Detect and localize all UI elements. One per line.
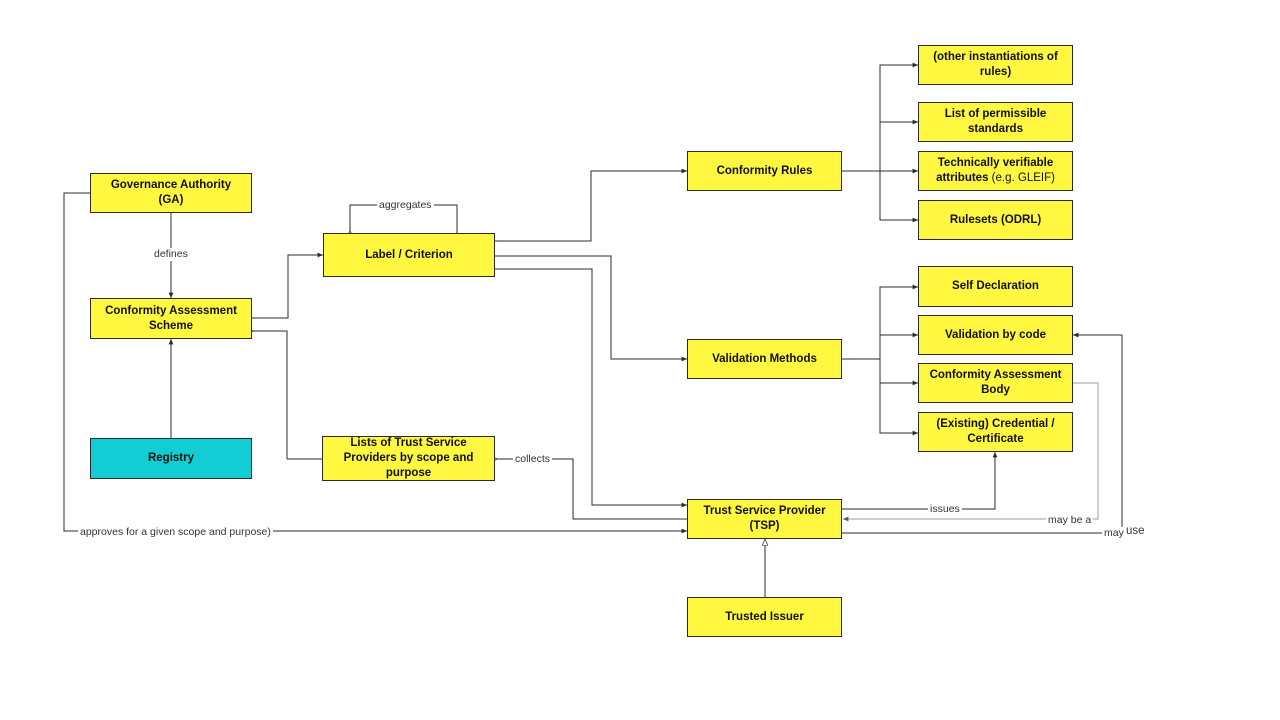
edge-label-validation bbox=[495, 255, 687, 362]
validation-methods-label: Validation Methods bbox=[712, 352, 817, 365]
label-criterion-label: Label / Criterion bbox=[365, 248, 453, 261]
trusted-issuer-label: Trusted Issuer bbox=[725, 610, 804, 623]
edge-label-rules bbox=[495, 168, 687, 242]
technically-verifiable-example: (e.g. GLEIF) bbox=[988, 172, 1055, 184]
validation-by-code-label: Validation by code bbox=[945, 328, 1046, 341]
registry-label: Registry bbox=[147, 452, 195, 464]
edge-rules-standards bbox=[842, 119, 918, 172]
edge-label-may: may bbox=[1102, 527, 1126, 540]
permissible-standards-label: List of permissible standards bbox=[944, 108, 1047, 135]
existing-credential-label: (Existing) Credential / Certificate bbox=[936, 418, 1055, 445]
edge-label-use: use bbox=[1124, 525, 1147, 538]
edge-label-aggregates: aggregates bbox=[377, 199, 434, 212]
edge-rules-rulesets bbox=[842, 170, 918, 223]
technically-verifiable-node[interactable]: Technically verifiable attributes (e.g. … bbox=[918, 151, 1073, 191]
other-instantiations-label: (other instantiations of rules) bbox=[933, 51, 1058, 78]
edge-label-defines: defines bbox=[152, 248, 190, 261]
conformity-assessment-scheme-label: Conformity Assessment Scheme bbox=[105, 304, 237, 332]
validation-methods-node[interactable]: Validation Methods bbox=[687, 339, 842, 379]
edge-validation-code bbox=[842, 332, 918, 360]
trust-service-provider-label: Trust Service Provider (TSP) bbox=[703, 505, 826, 532]
edge-scheme-lists bbox=[253, 331, 322, 460]
self-declaration-node[interactable]: Self Declaration bbox=[918, 266, 1073, 307]
edge-label-approves: approves for a given scope and purpose) bbox=[78, 526, 273, 539]
governance-authority-label: Governance Authority (GA) bbox=[110, 179, 232, 206]
lists-tsp-label: Lists of Trust Service Providers by scop… bbox=[343, 437, 474, 479]
other-instantiations-node[interactable]: (other instantiations of rules) bbox=[918, 45, 1073, 85]
rulesets-odrl-label: Rulesets (ODRL) bbox=[949, 213, 1042, 226]
edge-approves bbox=[63, 192, 687, 534]
edge-validation-credential bbox=[842, 358, 918, 436]
conformity-rules-label: Conformity Rules bbox=[716, 164, 813, 177]
self-declaration-label: Self Declaration bbox=[952, 280, 1039, 292]
governance-authority-node[interactable]: Governance Authority (GA) bbox=[90, 173, 252, 213]
edge-label-may-be-a: may be a bbox=[1046, 514, 1094, 527]
permissible-standards-node[interactable]: List of permissible standards bbox=[918, 102, 1073, 142]
edge-scheme-label bbox=[252, 252, 323, 319]
validation-by-code-node[interactable]: Validation by code bbox=[918, 315, 1073, 355]
edge-may-use bbox=[842, 332, 1123, 534]
trust-service-provider-node[interactable]: Trust Service Provider (TSP) bbox=[687, 499, 842, 539]
conformity-assessment-body-label: Conformity Assessment Body bbox=[929, 369, 1062, 396]
technically-verifiable-bold: Technically verifiable attributes bbox=[936, 157, 1054, 184]
edge-label-collects: collects bbox=[513, 453, 553, 466]
conformity-assessment-scheme-node[interactable]: Conformity Assessment Scheme bbox=[90, 298, 252, 339]
existing-credential-node[interactable]: (Existing) Credential / Certificate bbox=[918, 412, 1073, 452]
edge-label-tsp bbox=[495, 268, 687, 508]
lists-tsp-node[interactable]: Lists of Trust Service Providers by scop… bbox=[322, 436, 495, 481]
registry-node[interactable]: Registry bbox=[90, 438, 252, 479]
edge-may-be-a bbox=[843, 382, 1099, 522]
edge-issues bbox=[842, 452, 998, 510]
trusted-issuer-node[interactable]: Trusted Issuer bbox=[687, 597, 842, 637]
conformity-assessment-body-node[interactable]: Conformity Assessment Body bbox=[918, 363, 1073, 403]
conformity-rules-node[interactable]: Conformity Rules bbox=[687, 151, 842, 191]
rulesets-odrl-node[interactable]: Rulesets (ODRL) bbox=[918, 200, 1073, 240]
technically-verifiable-label: Technically verifiable attributes (e.g. … bbox=[925, 156, 1066, 186]
label-criterion-node[interactable]: Label / Criterion bbox=[323, 233, 495, 277]
edge-label-issues: issues bbox=[928, 503, 962, 516]
